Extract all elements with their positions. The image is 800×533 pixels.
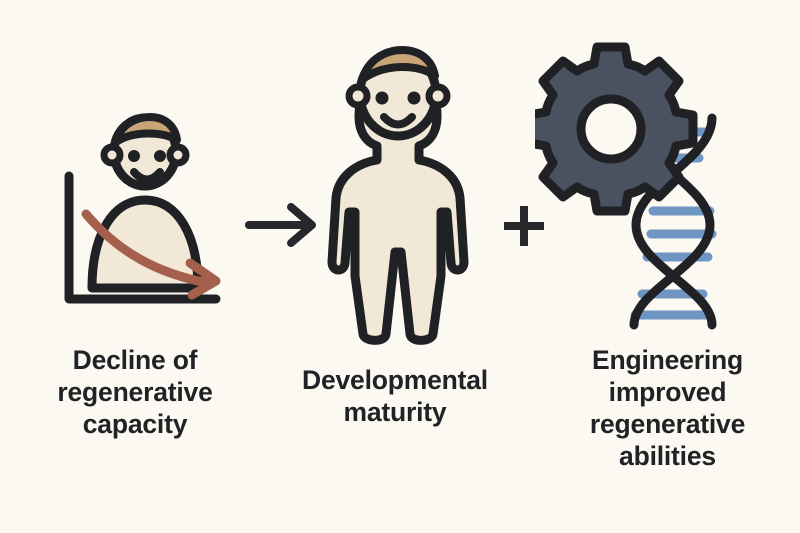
- child-eye-right: [154, 150, 166, 162]
- caption-line: regenerative: [57, 377, 213, 407]
- adult-person-standing-icon: [327, 46, 469, 345]
- adult-smile: [380, 113, 416, 129]
- caption-line: regenerative: [589, 409, 746, 439]
- child-smile: [130, 168, 164, 184]
- caption-engineering: Engineering improved regenerative abilit…: [535, 344, 800, 472]
- child-body: [87, 195, 203, 293]
- decline-curve: [81, 209, 213, 288]
- caption-line: abilities: [619, 441, 716, 471]
- caption-line: capacity: [82, 409, 188, 439]
- right-arrow-icon: [245, 203, 316, 247]
- adult-hair: [359, 46, 439, 83]
- child-ear-left: [100, 143, 124, 167]
- child-hair: [112, 113, 181, 146]
- child-eye-left: [128, 150, 140, 162]
- child-ear-right: [166, 143, 190, 167]
- adult-ear-left: [345, 83, 371, 109]
- adult-ear-right: [425, 83, 451, 109]
- caption-decline: Decline of regenerative capacity: [0, 344, 270, 440]
- gear-hole: [576, 94, 646, 164]
- caption-line: Decline of: [72, 345, 198, 375]
- decline-arrowhead: [185, 258, 221, 300]
- adult-eye-left: [375, 91, 389, 105]
- panel-engineering: Engineering improved regenerative abilit…: [535, 0, 800, 533]
- caption-line: Engineering: [592, 345, 743, 375]
- graph-axes: [64, 171, 221, 304]
- gear-shape: [535, 42, 698, 216]
- caption-maturity: Developmental maturity: [280, 364, 510, 428]
- dna-strand-right: [631, 113, 717, 330]
- gear-and-dna-helix-icon: [535, 42, 717, 330]
- caption-line: improved: [608, 377, 727, 407]
- arrow-head: [287, 203, 316, 247]
- adult-eye-right: [407, 91, 421, 105]
- caption-line: maturity: [343, 397, 447, 427]
- caption-line: Developmental: [302, 365, 488, 395]
- adult-body: [327, 73, 469, 345]
- panel-decline: Decline of regenerative capacity: [0, 0, 270, 533]
- plus-icon: [504, 206, 544, 246]
- panel-maturity: Developmental maturity: [280, 0, 510, 533]
- plus-strokes: [504, 206, 544, 246]
- declining-graph-with-child-icon: [64, 113, 221, 304]
